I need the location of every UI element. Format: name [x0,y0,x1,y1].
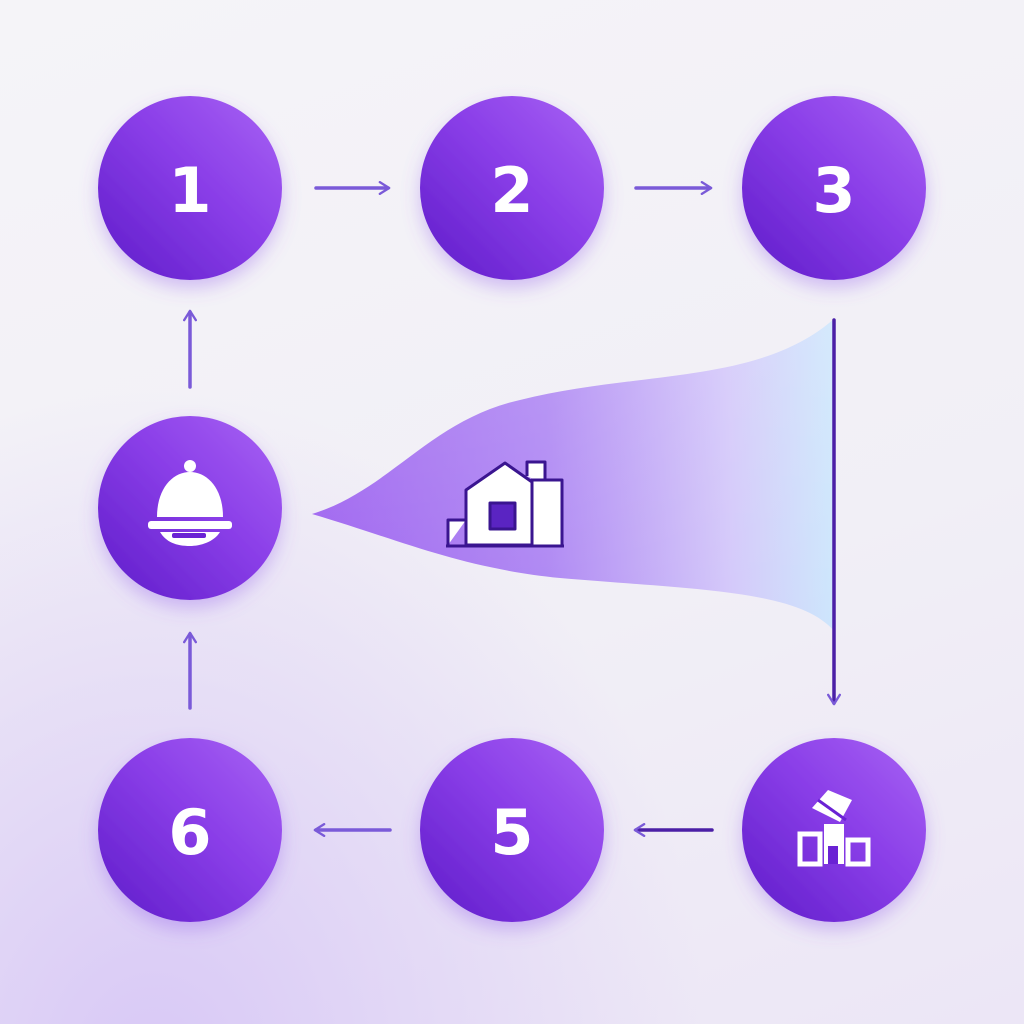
step-node-5: 5 [420,738,604,922]
step-number: 2 [490,154,533,227]
buildings-icon [797,790,871,867]
step-node-cloche [98,416,282,600]
flow-arrows [183,181,841,837]
step-node-6: 6 [98,738,282,922]
cloche-icon [148,460,232,546]
step-node-1: 1 [98,96,282,280]
step-number: 5 [490,796,533,869]
step-number: 6 [168,796,211,869]
ribbon-banner [312,318,835,632]
step-number: 3 [812,154,855,227]
step-node-buildings [742,738,926,922]
house-icon [446,460,564,548]
step-node-3: 3 [742,96,926,280]
step-number: 1 [168,154,211,227]
step-node-2: 2 [420,96,604,280]
